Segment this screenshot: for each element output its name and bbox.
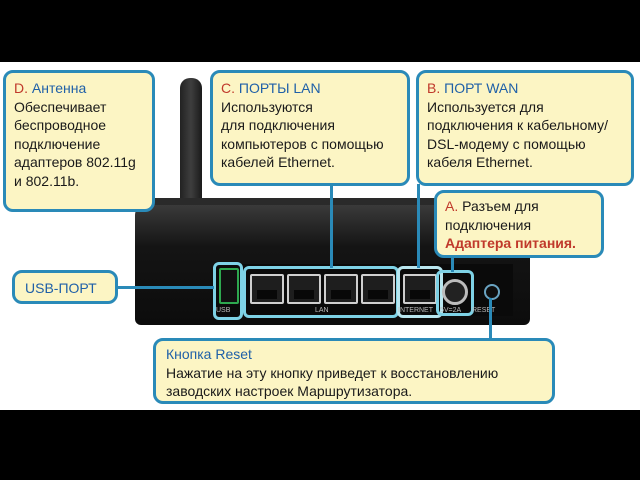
callout-antenna-line-1: Обеспечивает xyxy=(14,98,107,115)
reset-port-label: RESET xyxy=(472,307,496,314)
usb-port xyxy=(219,268,239,304)
usb-port-label: USB xyxy=(216,307,231,314)
reset-connector xyxy=(489,298,492,340)
callout-power-line-2: подключения xyxy=(445,216,532,233)
callout-wan-line-2: подключения к кабельному/ xyxy=(427,117,609,133)
callout-lan: C. ПОРТЫ LAN Используются для подключени… xyxy=(210,70,410,186)
usb-highlight xyxy=(213,262,243,320)
callout-reset-line-1: Нажатие на эту кнопку приведет к восстан… xyxy=(166,364,499,381)
callout-antenna-line-3: подключение xyxy=(14,135,101,152)
lan-port-label: LAN xyxy=(315,307,329,314)
power-jack xyxy=(442,279,468,305)
power-highlight xyxy=(436,270,474,316)
callout-lan-line-4: кабелей Ethernet. xyxy=(221,154,335,170)
callout-antenna-line-4: адаптеров 802.11g xyxy=(14,154,136,170)
wan-highlight xyxy=(397,266,443,318)
lan-port-2 xyxy=(324,274,358,304)
callout-power: A. Разъем для подключения Адаптера питан… xyxy=(434,190,604,258)
power-port-label: 5V=2A xyxy=(440,307,462,314)
power-connector xyxy=(451,256,454,272)
callout-wan-line-4: кабеля Ethernet. xyxy=(427,154,533,170)
reset-button xyxy=(484,284,500,300)
callout-antenna-line-2: беспроводное xyxy=(14,117,107,133)
lan-port-3 xyxy=(287,274,321,304)
callout-power-line-1: A. Разъем для xyxy=(445,198,539,214)
lan-port-1 xyxy=(361,274,395,304)
callout-wan-line-3: DSL-модему с помощью xyxy=(427,135,586,152)
callout-power-highlight: Адаптера питания. xyxy=(445,235,576,251)
callout-reset: Кнопка Reset Нажатие на эту кнопку приве… xyxy=(153,338,555,404)
callout-usb-title: USB-ПОРТ xyxy=(25,280,97,296)
callout-wan-title: B. ПОРТ WAN xyxy=(427,80,519,96)
callout-lan-line-2: для подключения xyxy=(221,117,335,133)
callout-lan-line-1: Используются xyxy=(221,98,313,115)
lan-port-4 xyxy=(250,274,284,304)
callout-reset-line-2: заводских настроек Маршрутизатора. xyxy=(166,383,413,399)
internet-port-label: INTERNET xyxy=(398,307,433,314)
callout-antenna-title: D. Антенна xyxy=(14,80,87,96)
callout-reset-title: Кнопка Reset xyxy=(166,346,252,362)
callout-wan: B. ПОРТ WAN Используется для подключения… xyxy=(416,70,634,186)
usb-connector xyxy=(116,286,214,289)
lan-connector xyxy=(330,184,333,268)
callout-lan-title: C. ПОРТЫ LAN xyxy=(221,80,321,96)
callout-wan-line-1: Используется для xyxy=(427,98,544,115)
wan-connector xyxy=(417,184,420,268)
callout-antenna: D. Антенна Обеспечивает беспроводное под… xyxy=(3,70,155,212)
callout-lan-line-3: компьютеров с помощью xyxy=(221,135,384,152)
wan-port xyxy=(403,274,437,304)
callout-usb: USB-ПОРТ xyxy=(12,270,118,304)
callout-antenna-line-5: и 802.11b. xyxy=(14,172,80,189)
